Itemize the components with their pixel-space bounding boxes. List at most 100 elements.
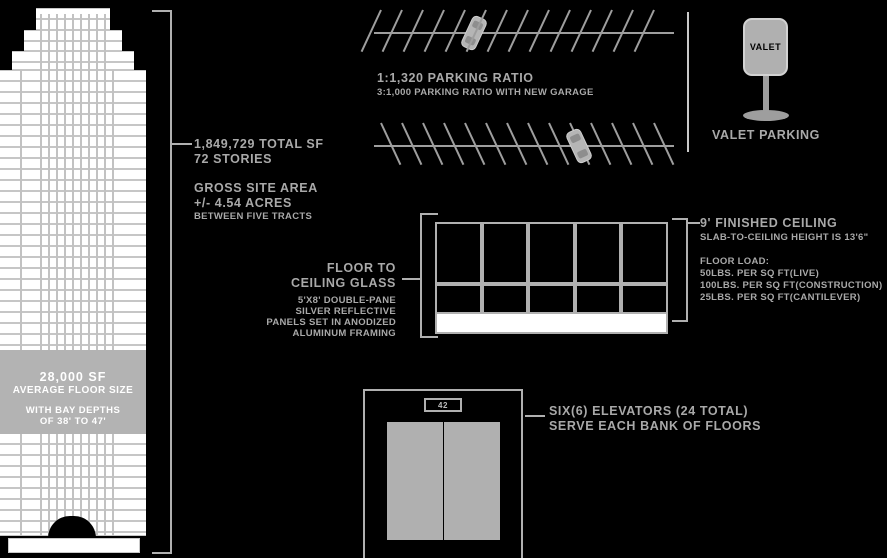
finished-ceiling-title: 9' FINISHED CEILING <box>700 216 838 230</box>
glass-title-line-2: CEILING GLASS <box>290 276 396 290</box>
parking-aisle-line <box>374 32 674 34</box>
glass-panel <box>621 222 668 284</box>
valet-sign-graphic: VALET <box>735 18 797 123</box>
glass-panel <box>481 284 529 314</box>
slab-to-ceiling-note: SLAB-TO-CEILING HEIGHT IS 13'6" <box>700 232 869 243</box>
glass-panel <box>621 284 668 314</box>
elevator-bank-label: SERVE EACH BANK OF FLOORS <box>549 419 762 433</box>
tower-mullion <box>88 14 90 536</box>
bay-depth-line-1: WITH BAY DEPTHS <box>25 405 121 416</box>
gross-site-area-value: +/- 4.54 ACRES <box>194 196 292 210</box>
tower-mullion <box>48 14 50 536</box>
tower-callout-leader <box>170 143 192 145</box>
parking-ratio-sub: 3:1,000 PARKING RATIO WITH NEW GARAGE <box>377 87 594 98</box>
tower-mullion <box>80 14 82 536</box>
parking-stall-line <box>591 9 613 53</box>
parking-stall-line <box>401 122 423 166</box>
parking-stall-line <box>464 122 486 166</box>
stories-label: 72 STORIES <box>194 152 273 166</box>
average-floor-size-label: AVERAGE FLOOR SIZE <box>12 385 134 396</box>
tower-height-bracket <box>152 10 172 554</box>
parking-stall-line <box>485 122 507 166</box>
glass-panel <box>435 284 482 314</box>
average-floor-size-band: 28,000 SF AVERAGE FLOOR SIZE WITH BAY DE… <box>0 350 146 434</box>
glass-panel <box>574 284 622 314</box>
parking-stall-line <box>506 122 528 166</box>
glass-panel <box>528 222 575 284</box>
parking-stall-line <box>381 9 403 53</box>
parking-stall-line <box>486 9 508 53</box>
elevator-door-right <box>444 422 500 540</box>
glass-panel <box>528 284 575 314</box>
valet-parking-label: VALET PARKING <box>711 128 821 142</box>
section-divider <box>687 12 689 152</box>
parking-stall-line <box>590 122 612 166</box>
parking-ratio-main: 1:1,320 PARKING RATIO <box>377 71 534 85</box>
glass-height-bracket <box>420 213 438 338</box>
ceiling-callout-leader <box>686 222 700 224</box>
parking-stall-line <box>507 9 529 53</box>
bay-depth-line-2: OF 38' TO 47' <box>39 416 107 427</box>
parking-stall-line <box>653 122 675 166</box>
parking-aisle-line <box>374 145 674 147</box>
parking-stall-line <box>548 122 570 166</box>
tower-mullion <box>56 14 58 536</box>
ceiling-height-bracket <box>672 218 688 322</box>
parking-row-upper <box>360 9 674 74</box>
curtain-wall-graphic <box>435 222 668 334</box>
valet-sign-base <box>743 110 789 121</box>
gross-site-area-title: GROSS SITE AREA <box>194 181 318 195</box>
valet-sign-text: VALET <box>749 42 782 52</box>
elevator-floor-number: 42 <box>438 400 448 410</box>
parking-row-lower <box>374 103 675 166</box>
valet-sign-post <box>763 76 769 114</box>
elevator-floor-indicator: 42 <box>424 398 462 412</box>
elevator-graphic: 42 <box>363 389 523 558</box>
parking-stall-line <box>611 122 633 166</box>
parking-stall-line <box>443 122 465 166</box>
tower-mullion <box>40 14 42 536</box>
tower-podium <box>8 538 140 553</box>
tower-mullion <box>104 14 106 536</box>
glass-detail-3: PANELS SET IN ANODIZED <box>266 317 396 328</box>
tower-entrance-void <box>48 516 96 538</box>
tower-mullion <box>20 70 22 536</box>
glass-panel <box>435 222 482 284</box>
elevator-count-label: SIX(6) ELEVATORS (24 TOTAL) <box>549 404 749 418</box>
parking-stall-line <box>527 122 549 166</box>
floor-load-title: FLOOR LOAD: <box>700 256 770 267</box>
average-floor-size-value: 28,000 SF <box>39 370 107 384</box>
parking-stall-line <box>402 9 424 53</box>
gross-site-area-note: BETWEEN FIVE TRACTS <box>194 211 313 222</box>
tower-mullion <box>72 14 74 536</box>
parking-stall-line <box>528 9 550 53</box>
valet-sign-face: VALET <box>743 18 788 76</box>
parking-stall-line <box>633 9 655 53</box>
parking-stall-line <box>360 9 382 53</box>
parking-stall-line <box>612 9 634 53</box>
glass-title-line-1: FLOOR TO <box>326 261 396 275</box>
tower-mullion <box>112 70 114 536</box>
glass-panel <box>481 222 529 284</box>
parking-stall-line <box>423 9 445 53</box>
floor-load-cantilever: 25LBS. PER SQ FT(CANTILEVER) <box>700 292 861 303</box>
parking-stall-line <box>632 122 654 166</box>
glass-detail-2: SILVER REFLECTIVE <box>295 306 396 317</box>
floor-slab-band <box>435 312 668 334</box>
glass-detail-4: ALUMINUM FRAMING <box>292 328 396 339</box>
total-sf-label: 1,849,729 TOTAL SF <box>194 137 324 151</box>
elevator-door-left <box>387 422 443 540</box>
glass-detail-1: 5'X8' DOUBLE-PANE <box>297 295 396 306</box>
parking-stall-line <box>570 9 592 53</box>
floor-load-live: 50LBS. PER SQ FT(LIVE) <box>700 268 820 279</box>
tower-elevation-graphic: 28,000 SF AVERAGE FLOOR SIZE WITH BAY DE… <box>0 8 146 553</box>
glass-panel <box>574 222 622 284</box>
tower-mullion <box>64 14 66 536</box>
parking-stall-line <box>422 122 444 166</box>
floor-load-construction: 100LBS. PER SQ FT(CONSTRUCTION) <box>700 280 883 291</box>
parking-stall-line <box>549 9 571 53</box>
parking-stall-line <box>380 122 402 166</box>
glass-callout-leader <box>402 278 422 280</box>
tower-mullion <box>96 14 98 536</box>
